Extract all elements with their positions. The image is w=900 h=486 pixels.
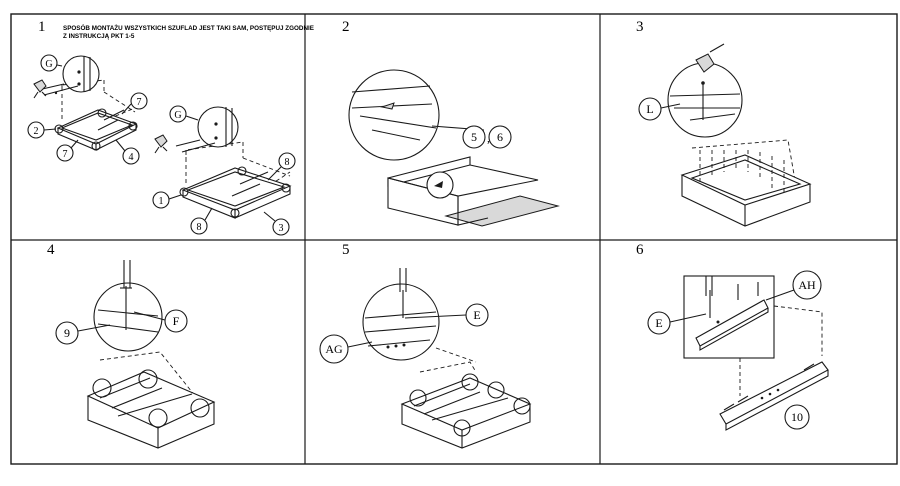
drawer-rail-illustration — [86, 351, 216, 449]
callout-part-7b: 7 — [56, 139, 79, 162]
svg-text:F: F — [173, 314, 180, 328]
nail-zoom — [667, 62, 743, 138]
callout-part-9: 9 — [55, 321, 111, 345]
panel-grid — [10, 13, 898, 465]
rail-screw-zoom — [362, 283, 440, 361]
callout-f: F — [133, 309, 188, 333]
left-connector-hardware-icon — [33, 79, 47, 99]
callout-e: E — [647, 311, 707, 335]
svg-text:5: 5 — [471, 130, 477, 144]
panel-1-drawing: G G 2 7 7 4 1 — [27, 54, 296, 236]
callout-part-1: 1 — [152, 191, 182, 209]
panel-4-drawing: 9 F — [55, 260, 216, 449]
callout-part-7a: 7 — [121, 92, 148, 115]
svg-text:1: 1 — [159, 196, 164, 207]
panel-5-drawing: E AG — [319, 268, 532, 449]
svg-text:L: L — [646, 102, 653, 116]
drawer-bottom-illustration — [387, 156, 560, 227]
drawer-with-nails-illustration — [680, 139, 812, 227]
callout-e: E — [404, 303, 489, 327]
panel-3-drawing: L — [638, 43, 812, 227]
callout-ag: AG — [319, 334, 373, 364]
right-connector-zoom — [175, 106, 239, 153]
instruction-note-line-2: Z INSTRUKCJĄ PKT 1-5 — [63, 33, 135, 40]
panel-number-2: 2 — [342, 19, 350, 35]
callout-part-4: 4 — [115, 139, 140, 165]
svg-text:3: 3 — [279, 223, 284, 234]
rail-detail-zoom-box — [683, 275, 775, 359]
drawer-bottom-zoom — [348, 69, 440, 161]
screwdriver-icon — [705, 276, 713, 296]
svg-text:AH: AH — [798, 278, 816, 292]
callout-part-10: 10 — [784, 404, 810, 430]
svg-text:7: 7 — [63, 149, 68, 160]
callout-part-3: 3 — [263, 211, 290, 236]
left-connector-zoom — [37, 55, 100, 96]
screwdriver-icon — [123, 260, 131, 288]
svg-text:4: 4 — [129, 152, 134, 163]
panel-number-3: 3 — [636, 19, 644, 35]
svg-text:G: G — [174, 110, 181, 121]
svg-text:8: 8 — [197, 222, 202, 233]
svg-text:10: 10 — [791, 410, 803, 424]
callout-g-right: G — [169, 105, 199, 123]
left-drawer-frame-illustration — [54, 79, 138, 151]
panel-number-6: 6 — [636, 242, 644, 258]
panel-2-drawing: 5 , 6 — [348, 69, 560, 227]
svg-text:E: E — [473, 308, 480, 322]
svg-text:6: 6 — [497, 130, 503, 144]
right-drawer-frame-illustration — [179, 141, 292, 219]
rail-illustration — [719, 361, 829, 431]
right-connector-hardware-icon — [154, 134, 168, 154]
hammer-icon — [695, 43, 725, 73]
callout-part-5-6: 5 , 6 — [462, 125, 512, 149]
callout-part-8b: 8 — [190, 207, 213, 235]
svg-text:AG: AG — [325, 342, 343, 356]
svg-text:8: 8 — [285, 157, 290, 168]
panel-6-drawing: E AH 10 — [647, 270, 829, 431]
instruction-note-line-1: SPOSÓB MONTAŻU WSZYSTKICH SZUFLAD JEST T… — [63, 23, 314, 32]
svg-text:E: E — [655, 316, 662, 330]
callout-l: L — [638, 97, 681, 121]
callout-ah: AH — [765, 270, 822, 301]
svg-text:G: G — [45, 59, 52, 70]
screwdriver-icon — [399, 268, 407, 292]
panel-number-1: 1 — [38, 19, 46, 35]
svg-text:7: 7 — [137, 97, 142, 108]
panel-number-5: 5 — [342, 242, 350, 258]
callout-part-2: 2 — [27, 121, 57, 139]
svg-text:2: 2 — [34, 126, 39, 137]
callout-g-left: G — [40, 54, 63, 72]
panel-number-4: 4 — [47, 242, 55, 258]
svg-text:9: 9 — [64, 326, 70, 340]
callout-part-8a: 8 — [267, 152, 296, 181]
drawer-with-rails-illustration — [400, 347, 532, 449]
